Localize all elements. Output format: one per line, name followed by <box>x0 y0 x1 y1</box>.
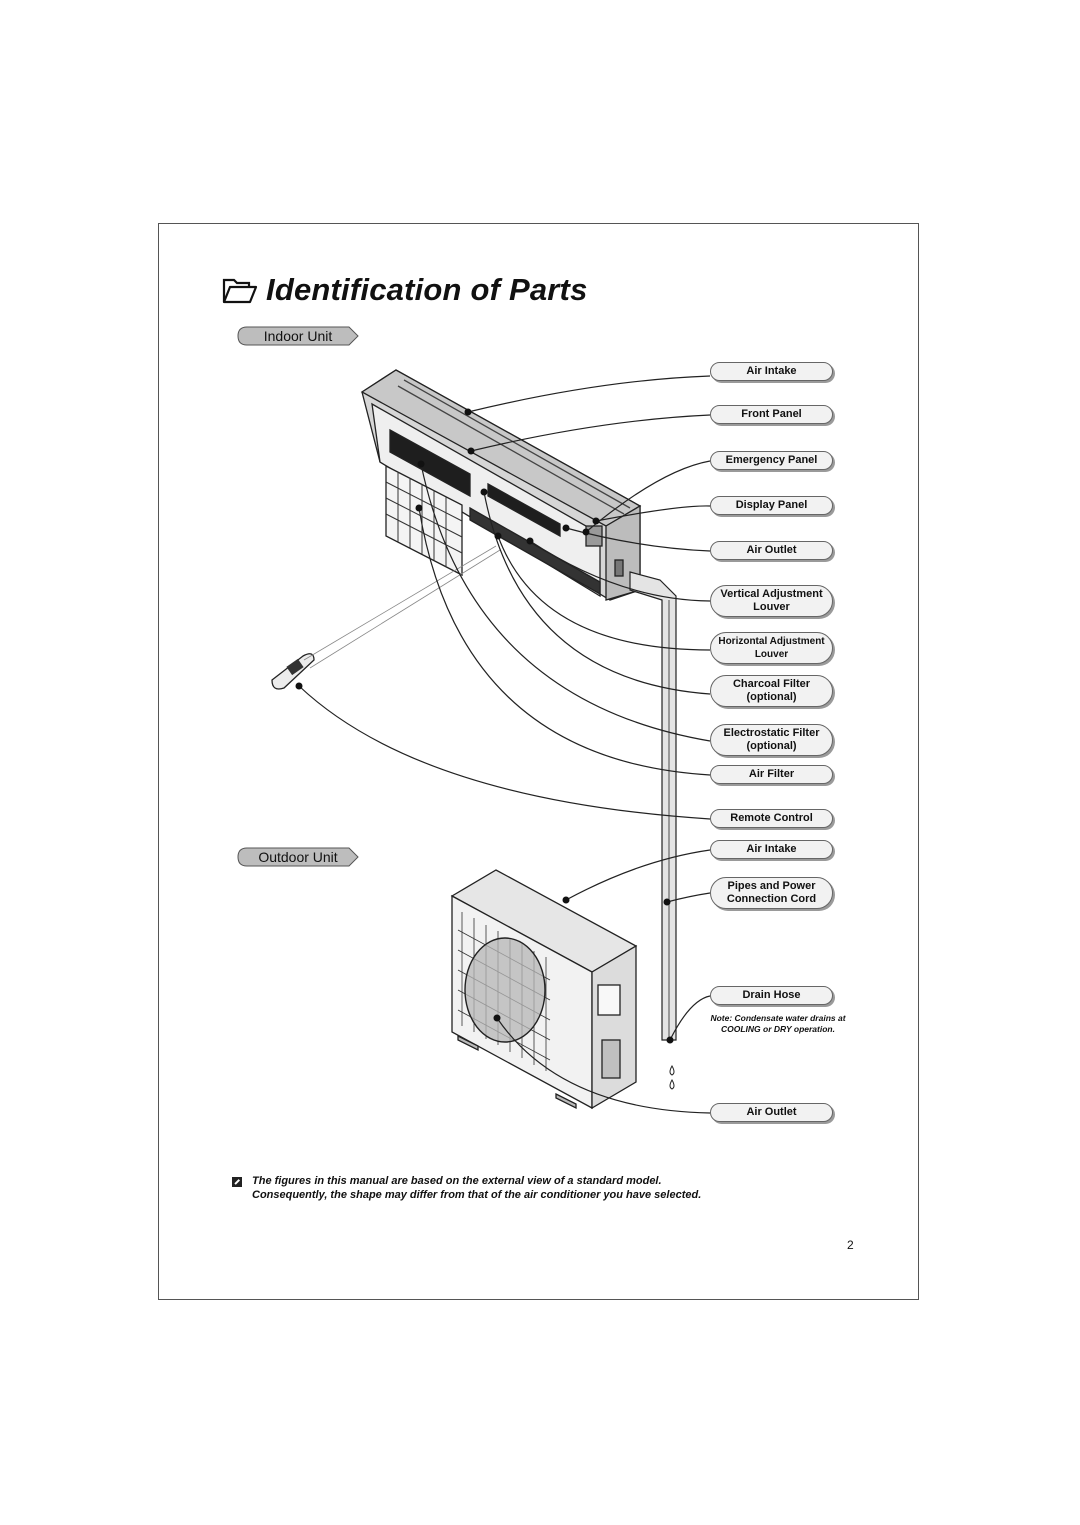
label-air-intake-outdoor: Air Intake <box>710 840 833 859</box>
folder-icon <box>222 278 258 304</box>
label-remote-control: Remote Control <box>710 809 833 828</box>
air-filter-drawing <box>385 464 463 577</box>
label-front-panel: Front Panel <box>710 405 833 424</box>
label-display-panel: Display Panel <box>710 496 833 515</box>
note-mark-icon <box>232 1177 242 1187</box>
outdoor-unit-drawing <box>450 869 638 1110</box>
label-air-outlet-outdoor: Air Outlet <box>710 1103 833 1122</box>
remote-control-drawing <box>271 545 501 690</box>
indoor-unit-label: Indoor Unit <box>263 328 333 344</box>
page-title: Identification of Parts <box>222 268 588 312</box>
leader-dots <box>295 408 674 1044</box>
indoor-unit-badge: Indoor Unit <box>237 326 359 346</box>
outdoor-unit-label: Outdoor Unit <box>258 849 338 865</box>
label-charcoal-filter: Charcoal Filter(optional) <box>710 675 833 707</box>
indoor-unit-drawing <box>360 369 642 601</box>
pipe-drawing <box>629 571 677 1041</box>
footer-disclaimer: The figures in this manual are based on … <box>252 1174 701 1202</box>
outdoor-unit-badge: Outdoor Unit <box>237 847 359 867</box>
label-drain-hose: Drain Hose <box>710 986 833 1005</box>
label-air-filter: Air Filter <box>710 765 833 784</box>
label-air-intake-indoor: Air Intake <box>710 362 833 381</box>
page-number: 2 <box>847 1238 854 1252</box>
label-electrostatic-filter: Electrostatic Filter(optional) <box>710 724 833 756</box>
label-air-outlet-indoor: Air Outlet <box>710 541 833 560</box>
footer-line-1: The figures in this manual are based on … <box>252 1175 662 1187</box>
title-text: Identification of Parts <box>266 272 588 307</box>
water-drop-icons <box>669 1064 675 1090</box>
page-frame <box>158 223 919 1300</box>
footer-line-2: Consequently, the shape may differ from … <box>252 1189 702 1201</box>
label-emergency-panel: Emergency Panel <box>710 451 833 470</box>
condensate-note: Note: Condensate water drains at COOLING… <box>710 1013 846 1034</box>
